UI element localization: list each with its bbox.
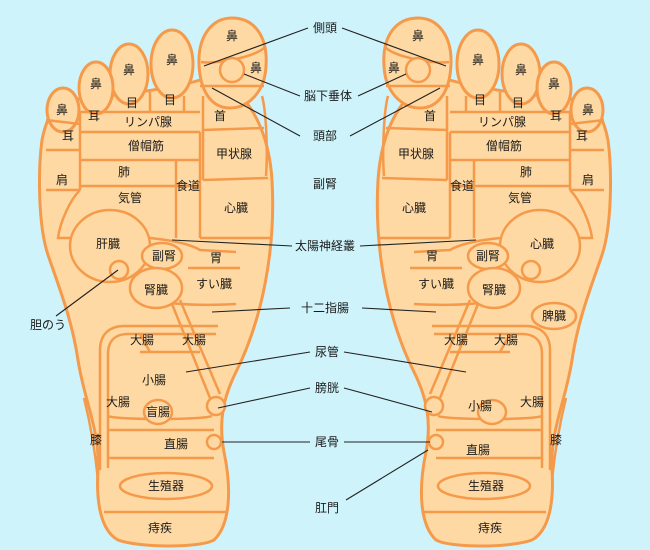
r-lymph: リンパ腺: [478, 115, 526, 129]
r-eye-1: 目: [474, 93, 486, 107]
r-pancreas: すい臓: [418, 277, 454, 291]
r-nose-t2: 鼻: [472, 52, 484, 67]
l-nose-t4: 鼻: [90, 76, 102, 91]
leader-lines: [55, 27, 477, 501]
l-kidney: 腎臓: [144, 283, 168, 297]
label-solar-plexus: 太陽神経叢: [295, 238, 355, 253]
label-duodenum: 十二指腸: [301, 300, 349, 315]
left-foot-labels: 鼻 鼻 鼻 鼻 鼻 鼻 目 目 耳 耳 首 リンパ腺 僧帽筋 肩 肺 気管 食道…: [56, 28, 262, 535]
r-stomach: 胃: [426, 249, 438, 263]
l-heart: 心臓: [224, 201, 248, 215]
r-nose-t5: 鼻: [582, 102, 594, 117]
r-hemorrhoid: 痔疾: [478, 520, 502, 535]
r-kidney: 腎臓: [482, 283, 506, 297]
l-lung: 肺: [118, 165, 130, 179]
r-colon-2: 大腸: [494, 333, 518, 347]
l-ear-2: 耳: [62, 129, 74, 143]
l-pancreas: すい臓: [196, 277, 232, 291]
r-nose-t3: 鼻: [515, 62, 527, 77]
l-trapezius: 僧帽筋: [128, 138, 164, 153]
l-stomach: 胃: [210, 251, 222, 265]
l-liver: 肝臓: [96, 237, 120, 251]
r-nose-big: 鼻: [412, 28, 424, 43]
l-eye-1: 目: [126, 96, 138, 110]
r-nose-t4: 鼻: [548, 76, 560, 91]
l-thyroid: 甲状腺: [216, 147, 252, 161]
r-colon-1: 大腸: [444, 333, 468, 347]
l-nose-t3: 鼻: [123, 62, 135, 77]
l-small-intestine: 小腸: [142, 373, 166, 387]
l-eye-2: 目: [164, 93, 176, 107]
r-esophagus: 食道: [450, 178, 474, 193]
l-esophagus: 食道: [176, 178, 200, 193]
r-small-intestine: 小腸: [468, 399, 492, 413]
l-nose-small: 鼻: [250, 60, 262, 75]
label-ureter: 尿管: [315, 344, 339, 359]
l-colon-3: 大腸: [106, 395, 130, 409]
r-ear-2: 耳: [576, 129, 588, 143]
l-nose-t2: 鼻: [166, 52, 178, 67]
r-trapezius: 僧帽筋: [486, 138, 522, 153]
label-temporal: 側頭: [313, 21, 337, 35]
l-hemorrhoid: 痔疾: [148, 520, 172, 535]
l-rectum: 直腸: [164, 437, 188, 451]
label-coccyx: 尾骨: [315, 435, 339, 449]
l-genitals: 生殖器: [148, 478, 184, 493]
label-head: 頭部: [313, 128, 337, 143]
r-genitals: 生殖器: [468, 478, 504, 493]
r-thyroid: 甲状腺: [398, 147, 434, 161]
left-foot: [38, 16, 275, 548]
l-neck: 首: [214, 109, 226, 123]
label-pituitary: 脳下垂体: [304, 89, 352, 103]
r-neck: 首: [424, 109, 436, 123]
r-eye-2: 目: [512, 96, 524, 110]
l-appendix: 盲腸: [146, 404, 170, 419]
r-zone-spleen: [530, 301, 578, 331]
label-bladder: 膀胱: [315, 380, 339, 395]
r-lung: 肺: [520, 165, 532, 179]
l-knee: 膝: [90, 433, 102, 447]
r-knee: 膝: [550, 433, 562, 447]
l-nose-t5: 鼻: [56, 102, 68, 117]
center-labels: 側頭 脳下垂体 頭部 副腎 太陽神経叢 十二指腸 尿管 膀胱 尾骨 肛門 胆のう: [30, 21, 355, 515]
l-bronchus: 気管: [118, 190, 142, 205]
r-shoulder: 肩: [582, 172, 594, 187]
l-adrenal: 副腎: [152, 249, 176, 263]
r-spleen: 脾臓: [542, 308, 566, 323]
label-adrenal-center: 副腎: [313, 177, 337, 191]
l-colon-2: 大腸: [182, 333, 206, 347]
l-ear-1: 耳: [88, 109, 100, 123]
l-lymph: リンパ腺: [124, 115, 172, 129]
r-ear-1: 耳: [550, 109, 562, 123]
l-nose-big: 鼻: [226, 28, 238, 43]
r-colon-3: 大腸: [520, 395, 544, 409]
l-shoulder: 肩: [56, 172, 68, 187]
r-heart-small: 心臓: [402, 201, 426, 215]
right-foot-labels: 鼻 鼻 鼻 鼻 鼻 鼻 目 目 耳 耳 首 リンパ腺 僧帽筋 肩 肺 気管 食道…: [388, 28, 594, 535]
r-heart: 心臓: [530, 237, 554, 251]
l-colon-1: 大腸: [130, 333, 154, 347]
r-nose-small: 鼻: [388, 60, 400, 75]
r-rectum: 直腸: [466, 443, 490, 457]
r-adrenal: 副腎: [476, 249, 500, 263]
right-foot: [375, 16, 612, 548]
label-anus: 肛門: [315, 501, 339, 515]
label-gallbladder: 胆のう: [30, 318, 66, 332]
r-bronchus: 気管: [508, 190, 532, 205]
